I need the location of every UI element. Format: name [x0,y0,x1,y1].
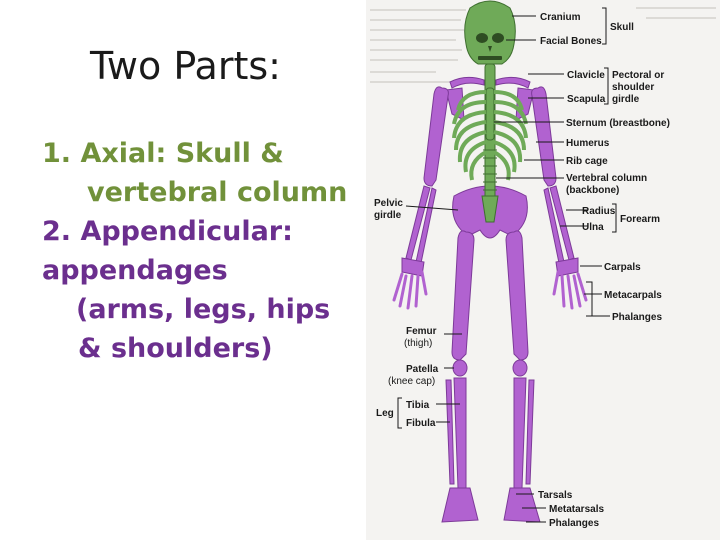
foot-left [441,487,479,523]
label-pelvic-girdle: girdle [374,210,402,221]
bullet-item-appendicular-line4: & shoulders) [78,333,273,364]
humerus-right [531,86,557,187]
fibula-right [525,379,535,485]
label-cranium: Cranium [540,12,581,23]
bullet-number: 1. [42,138,72,169]
femur-left [451,230,475,361]
leader-lines [397,7,617,523]
rib-cage [452,90,528,181]
label-phalanges-hand: Phalanges [612,312,662,323]
vertebra-segments [483,149,497,191]
label-vertebral-column: Vertebral column [566,173,647,184]
sacrum [481,195,499,223]
label-tibia: Tibia [406,400,430,411]
bullet-item-axial: 1. Axial: Skull & [42,134,362,173]
fibula-left [445,379,455,485]
label-pelvic: Pelvic [374,198,403,209]
humerus-left [423,86,449,187]
cranium [464,0,516,65]
label-humerus: Humerus [566,138,610,149]
bullet-item-appendicular-line3: (arms, legs, hips [76,294,331,325]
label-carpals: Carpals [604,262,641,273]
label-metacarpals: Metacarpals [604,290,662,301]
patella-right [512,359,528,377]
skeleton-diagram: Cranium Facial Bones Skull Clavicle Scap… [366,0,720,540]
bullet-item-appendicular-line2: appendages [42,255,228,286]
label-vertebral-backbone: (backbone) [566,185,619,196]
background-text-lines [370,7,716,83]
label-metatarsals: Metatarsals [549,504,604,515]
label-leg: Leg [376,408,394,419]
skeleton-figure: Cranium Facial Bones Skull Clavicle Scap… [366,0,720,540]
label-skull: Skull [610,22,634,33]
clavicle-left [449,76,485,89]
label-facial-bones: Facial Bones [540,36,602,47]
label-femur-thigh: (thigh) [404,338,432,349]
label-fibula: Fibula [406,418,436,429]
femur-right [505,230,529,361]
label-pectoral-1: Pectoral or [612,70,664,81]
appendicular-skeleton [401,76,579,523]
label-patella-knee-cap: (knee cap) [388,376,435,387]
bullet-list: 1. Axial: Skull & vertebral column 2. Ap… [42,134,362,368]
label-radius: Radius [582,206,616,217]
label-patella: Patella [406,364,439,375]
patella-left [452,359,468,377]
bullet-item-axial-continued: vertebral column [87,177,348,208]
label-forearm: Forearm [620,214,660,225]
label-femur: Femur [406,326,437,337]
clavicle-right [495,76,531,89]
label-phalanges-foot: Phalanges [549,518,599,529]
slide-title: Two Parts: [90,44,281,88]
hand-phalanges [392,270,588,310]
facial-bones [476,33,504,60]
label-tarsals: Tarsals [538,490,573,501]
label-pectoral-3: girdle [612,94,640,105]
bullet-item-appendicular: 2. Appendicular: [42,216,293,247]
label-pectoral-2: shoulder [612,82,654,93]
label-sternum: Sternum (breastbone) [566,118,670,129]
label-clavicle: Clavicle [567,70,605,81]
sternum [485,87,495,141]
label-ulna: Ulna [582,222,604,233]
bullet-text: Axial: Skull & [80,138,284,169]
label-scapula: Scapula [567,94,606,105]
label-rib-cage: Rib cage [566,156,608,167]
